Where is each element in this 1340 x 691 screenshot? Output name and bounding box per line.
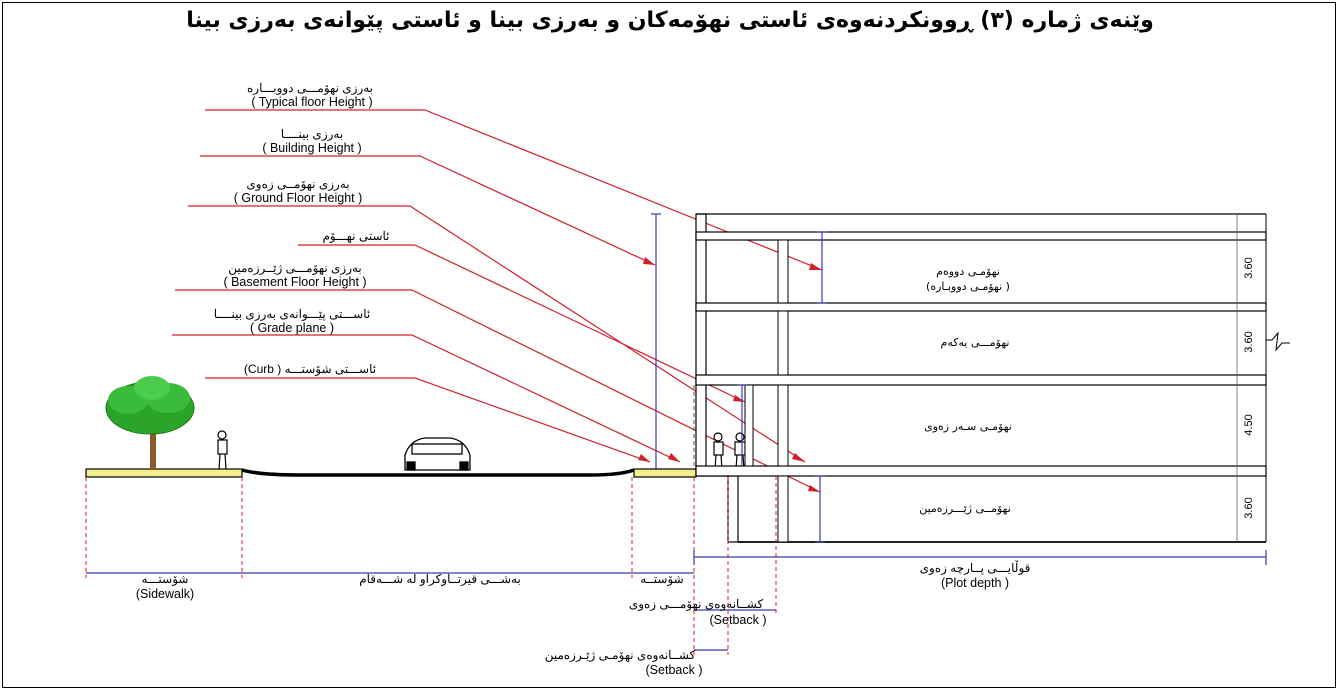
label-building-en: ( Building Height ) xyxy=(262,141,361,155)
plot-en: (Plot depth ) xyxy=(941,576,1009,590)
floor-dimension-lines xyxy=(737,231,827,543)
bottom-dimensions xyxy=(86,550,1267,651)
dim-basement: 3.60 xyxy=(1243,497,1255,518)
label-basement-en: ( Basement Floor Height ) xyxy=(223,275,366,289)
leader-arrowheads xyxy=(638,257,822,492)
ground-strip xyxy=(85,468,728,478)
car-icon xyxy=(404,437,471,471)
label-group: بەرزی نهۆمـــی دووبـــارە ( Typical floo… xyxy=(214,81,390,376)
plot-ku: قوڵایـــی پــارچە زەوی xyxy=(920,560,1031,575)
setback1-en: (Setback ) xyxy=(710,613,767,627)
label-building-ku: بەرزی بینــــا xyxy=(281,127,343,141)
label-grade-ku: ئاســـتی پێـــوانەی بەرزی بینــــا xyxy=(214,307,371,321)
sidewalk2-ku: شۆستــە xyxy=(640,572,683,586)
label-basement-ku: بەرزی نهۆمـــی ژێــرزەمین xyxy=(228,261,362,275)
building-height-dimension xyxy=(651,213,661,471)
tree xyxy=(105,376,195,469)
label-ground-ku: بەرزی نهۆمــی زەوی xyxy=(246,177,349,191)
label-typical-ku: بەرزی نهۆمـــی دووبـــارە xyxy=(247,81,373,95)
bottom-labels: شۆستـــە (Sidewalk) بەشـــی قیرتــاوکراو… xyxy=(136,560,1031,677)
label-floor-level-ku: ئاستی نهـــۆم xyxy=(322,229,389,243)
label-grade-en: ( Grade plane ) xyxy=(250,321,334,335)
sidewalk-en: (Sidewalk) xyxy=(136,587,194,601)
setback2-en: (Setback ) xyxy=(646,663,703,677)
label-typical-en: ( Typical floor Height ) xyxy=(251,95,372,109)
room-ground: نهۆمـی سـەر زەوی xyxy=(924,420,1012,433)
left-sidewalk xyxy=(85,468,243,478)
pedestrian-icon xyxy=(217,430,228,470)
floor-heights: 3.60 3.60 4.50 3.60 xyxy=(1243,257,1255,518)
label-ground-en: ( Ground Floor Height ) xyxy=(234,191,363,205)
building-section xyxy=(695,213,1290,543)
figure-title: وێنەی ژمارە (٣) ڕوونکردنەوەی ئاستی نهۆمە… xyxy=(186,8,1154,33)
room-first: نهۆمـــی یەکەم xyxy=(941,336,1010,349)
room-basement: نهۆمــی ژێـــرزەمین xyxy=(919,502,1011,515)
sidewalk-ku: شۆستـــە xyxy=(142,572,189,586)
road-surface xyxy=(241,468,635,477)
road-ku: بەشـــی قیرتــاوکراو لە شـــەقام xyxy=(359,572,521,586)
leader-lines xyxy=(172,109,823,493)
room-second: نهۆمـی دووەم xyxy=(936,265,1000,278)
setback2-ku: کشــانەوەی نهۆمـی ژێـرزەمین xyxy=(545,648,696,662)
dim-first: 3.60 xyxy=(1243,331,1255,352)
room-labels: نهۆمـی دووەم ( نهۆمـی دووبـارە) نهۆمـــی… xyxy=(919,265,1012,515)
dim-second: 3.60 xyxy=(1243,257,1255,278)
dim-ground: 4.50 xyxy=(1243,414,1255,435)
people-icon xyxy=(713,432,746,470)
label-curb-ku: ئاســـتی شۆستـــە ( Curb) xyxy=(244,362,376,376)
setback1-ku: کشــانەوەی نهۆمـــی زەوی xyxy=(629,597,764,611)
room-second-sub: ( نهۆمـی دووبـارە) xyxy=(926,280,1010,293)
dashed-verticals xyxy=(85,476,777,655)
right-sidewalk xyxy=(633,468,697,478)
